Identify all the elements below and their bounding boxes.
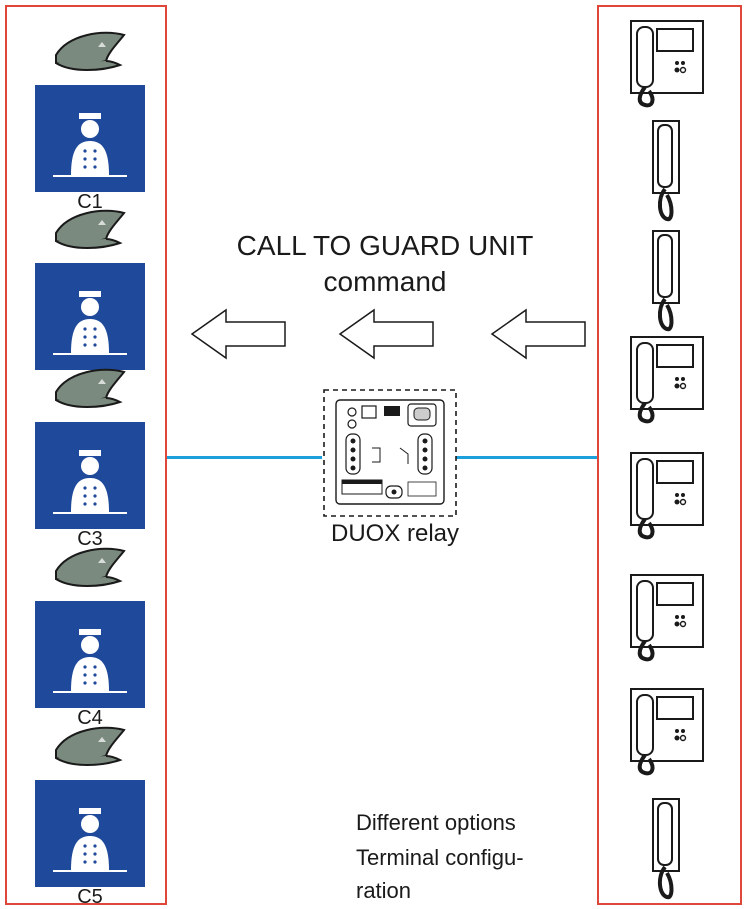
note-line-1: Different options <box>356 810 516 835</box>
left-arrow-icon <box>490 308 586 360</box>
guard-cap-icon <box>55 209 126 249</box>
guard-cap-icon <box>55 547 126 587</box>
note-line-2: Terminal configu- <box>356 845 524 870</box>
duox-relay-device <box>323 389 457 517</box>
guard-unit-tile <box>35 780 145 887</box>
guard-cap-icon <box>55 726 126 766</box>
duox-relay-label: DUOX relay <box>330 520 460 547</box>
video-monitor-icon <box>630 452 704 540</box>
left-arrow-icon <box>190 308 286 360</box>
command-title: CALL TO GUARD UNIT command <box>190 228 580 300</box>
guard-person-icon <box>53 113 127 177</box>
guard-unit-tile <box>35 422 145 529</box>
guard-person-icon <box>53 808 127 872</box>
video-monitor-icon <box>630 20 704 108</box>
guard-person-icon <box>53 629 127 693</box>
guard-unit-label: C5 <box>77 886 103 908</box>
guard-unit-tile <box>35 601 145 708</box>
terminals-panel <box>597 5 742 905</box>
video-monitor-icon <box>630 574 704 662</box>
handset-icon <box>652 230 680 332</box>
guard-unit-tile <box>35 263 145 370</box>
handset-icon <box>652 120 680 222</box>
guard-unit-tile <box>35 85 145 192</box>
guard-unit-label: C1 <box>77 191 103 213</box>
guard-cap-icon <box>55 368 126 408</box>
video-monitor-icon <box>630 336 704 424</box>
handset-icon <box>652 798 680 900</box>
guard-units-panel: C1 C2 <box>5 5 167 908</box>
bus-line-right <box>456 456 597 459</box>
bus-line-left <box>167 456 322 459</box>
guard-unit-label: C3 <box>77 528 103 550</box>
command-title-line2: command <box>323 266 447 297</box>
guard-person-icon <box>53 450 127 514</box>
left-arrow-icon <box>338 308 434 360</box>
guard-unit-label: C4 <box>77 707 103 729</box>
note-line-3: ration <box>356 878 412 903</box>
guard-cap-icon <box>55 31 126 71</box>
video-monitor-icon <box>630 688 704 776</box>
command-title-line1: CALL TO GUARD UNIT <box>236 230 534 261</box>
guard-person-icon <box>53 291 127 355</box>
